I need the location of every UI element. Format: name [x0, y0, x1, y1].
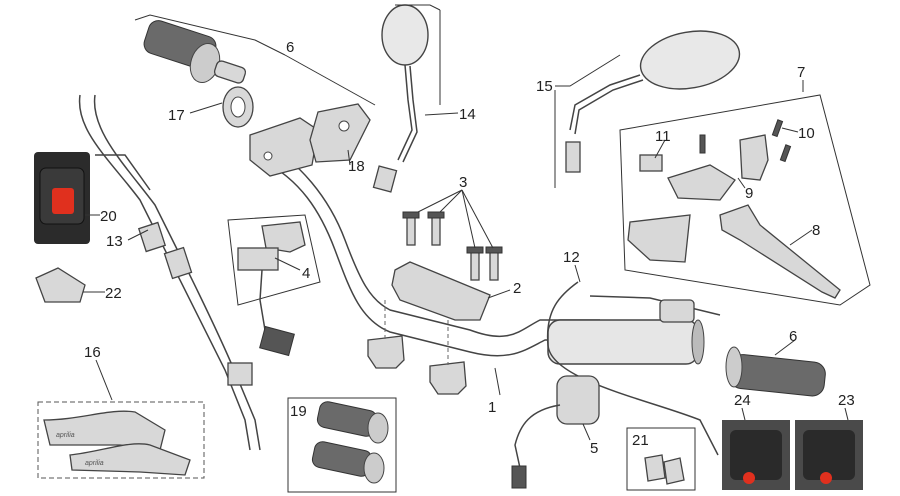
- callout-10: 10: [798, 125, 815, 142]
- left-switch-housing: [249, 117, 319, 177]
- callout-8: 8: [812, 222, 820, 239]
- callout-2: 2: [513, 280, 521, 297]
- callout-1: 1: [488, 399, 496, 416]
- throttle-ring: [222, 86, 254, 128]
- hand-guard-logo-right: aprilia: [85, 460, 104, 467]
- handlebar: [257, 139, 705, 365]
- upper-clamp: [391, 261, 491, 321]
- grips-box: [287, 397, 397, 493]
- start-button-red: [52, 188, 74, 214]
- callout-19: 19: [290, 403, 307, 420]
- throttle-tube: [547, 319, 699, 365]
- left-mirror: [372, 4, 429, 193]
- callout-17: 17: [168, 107, 185, 124]
- callout-7: 7: [797, 64, 805, 81]
- callout-12: 12: [563, 249, 580, 266]
- callout-11: 11: [655, 128, 671, 145]
- brake-lever-box: [619, 94, 871, 306]
- throttle-cables: [78, 94, 261, 451]
- right-switch: [511, 375, 600, 489]
- callout-3: 3: [459, 174, 467, 191]
- hand-guards-box: aprilia aprilia: [37, 401, 205, 479]
- risers: [367, 300, 467, 395]
- callout-15: 15: [536, 78, 553, 95]
- callout-6-bottom: 6: [789, 328, 797, 345]
- callout-6-top: 6: [286, 39, 294, 56]
- callout-16: 16: [84, 344, 101, 361]
- callout-20: 20: [100, 208, 117, 225]
- callout-9: 9: [745, 185, 753, 202]
- left-grip: [143, 20, 247, 84]
- kill-switch-box: [227, 214, 321, 357]
- callout-23: 23: [838, 392, 855, 409]
- callout-4: 4: [302, 265, 310, 282]
- switch-block-22: [35, 267, 86, 303]
- callout-labels: 6 17 18 14 3 2 1 5 12 15 7 8 9 10 11 4 1…: [84, 39, 855, 457]
- callout-24: 24: [734, 392, 751, 409]
- callout-13: 13: [106, 233, 123, 250]
- bar-end: [691, 319, 705, 365]
- hand-guard-logo-left: aprilia: [56, 432, 75, 439]
- clutch-cable: [546, 281, 721, 456]
- leader-lines: [83, 4, 849, 441]
- inserts-box: [626, 427, 696, 491]
- bolts: [402, 211, 503, 281]
- callout-5: 5: [590, 440, 598, 457]
- right-grip: [725, 346, 826, 397]
- switch-photos: [722, 420, 863, 490]
- callout-18: 18: [348, 158, 365, 175]
- start-switch-photo: [34, 152, 90, 244]
- right-mirror: [565, 30, 741, 173]
- callout-22: 22: [105, 285, 122, 302]
- callout-21: 21: [632, 432, 649, 449]
- callout-14: 14: [459, 106, 476, 123]
- clamp-18: [309, 103, 371, 163]
